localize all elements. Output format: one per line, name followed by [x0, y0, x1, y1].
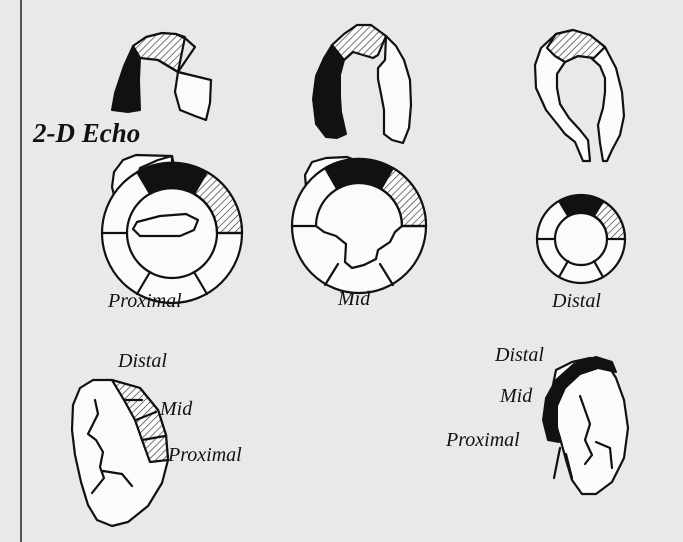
- top-mid-ventricle: [313, 25, 411, 143]
- heading-2d-echo: 2-D Echo: [33, 118, 140, 149]
- label-short-axis-mid: Mid: [338, 288, 370, 311]
- label-short-axis-proximal: Proximal: [108, 290, 182, 313]
- long-axis-left: [72, 380, 168, 526]
- label-right-mid: Mid: [500, 385, 532, 408]
- long-axis-right: [543, 357, 628, 494]
- label-right-distal: Distal: [495, 344, 544, 367]
- label-left-distal: Distal: [118, 350, 167, 373]
- label-short-axis-distal: Distal: [552, 290, 601, 313]
- label-left-proximal: Proximal: [168, 444, 242, 467]
- short-axis-mid: [292, 157, 426, 293]
- label-right-proximal: Proximal: [446, 429, 520, 452]
- short-axis-distal: [537, 195, 625, 283]
- label-left-mid: Mid: [160, 398, 192, 421]
- top-right-ring: [535, 30, 624, 161]
- top-left-ventricle: [112, 33, 211, 120]
- short-axis-proximal: [102, 155, 242, 303]
